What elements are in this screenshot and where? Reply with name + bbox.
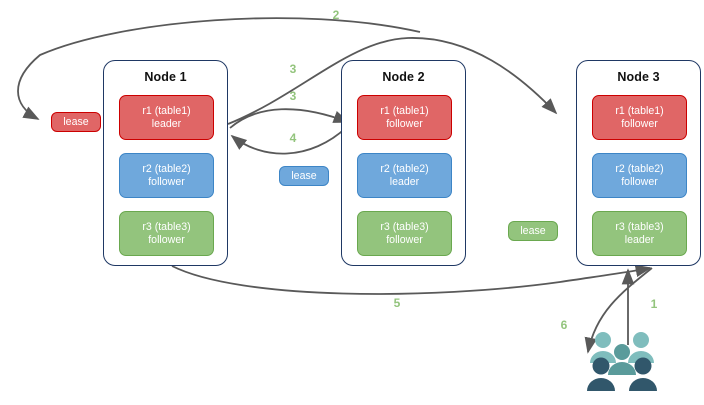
lease-badge-r1-label: lease [63,116,89,128]
range-n3-r3-line2: leader [624,233,655,246]
lease-badge-r3[interactable]: lease [508,221,558,241]
edge-label-4: 4 [289,131,297,145]
node-1-box[interactable]: Node 1 r1 (table1) leader r2 (table2) fo… [103,60,228,266]
range-n2-r2-line2: leader [389,175,420,188]
range-n3-r2[interactable]: r2 (table2) follower [592,153,687,198]
node-2-title: Node 2 [382,70,425,84]
lease-badge-r2-label: lease [291,170,317,182]
lease-badge-r1[interactable]: lease [51,112,101,132]
range-n1-r3-line2: follower [148,233,185,246]
node-2-box[interactable]: Node 2 r1 (table1) follower r2 (table2) … [341,60,466,266]
edge-5-path [171,264,652,295]
edge-label-1: 1 [650,297,658,311]
edge-label-3b: 3 [289,89,297,103]
range-n2-r1-line1: r1 (table1) [380,104,429,117]
range-n2-r3-line2: follower [386,233,423,246]
range-n2-r2[interactable]: r2 (table2) leader [357,153,452,198]
range-n1-r2[interactable]: r2 (table2) follower [119,153,214,198]
range-n3-r2-line1: r2 (table2) [615,162,664,175]
range-n1-r2-line2: follower [148,175,185,188]
range-n3-r3-line1: r3 (table3) [615,220,664,233]
range-n2-r1[interactable]: r1 (table1) follower [357,95,452,140]
range-n3-r1-line1: r1 (table1) [615,104,664,117]
range-n2-r3[interactable]: r3 (table3) follower [357,211,452,256]
range-n2-r1-line2: follower [386,117,423,130]
edge-label-5: 5 [393,296,401,310]
edge-label-3a: 3 [289,62,297,76]
lease-badge-r3-label: lease [520,225,546,237]
users-icon [586,330,658,392]
range-n3-r1-line2: follower [621,117,658,130]
edge-label-6: 6 [560,318,568,332]
range-n3-r2-line2: follower [621,175,658,188]
range-n1-r1-line2: leader [151,117,182,130]
range-n3-r3[interactable]: r3 (table3) leader [592,211,687,256]
node-3-box[interactable]: Node 3 r1 (table1) follower r2 (table2) … [576,60,701,266]
range-n1-r1-line1: r1 (table1) [142,104,191,117]
range-n1-r3-line1: r3 (table3) [142,220,191,233]
range-n3-r1[interactable]: r1 (table1) follower [592,95,687,140]
users-front-row [587,357,657,391]
edge-label-2: 2 [332,8,340,22]
range-n1-r1[interactable]: r1 (table1) leader [119,95,214,140]
edge-3-short-path [229,108,350,129]
users-icon-svg [587,332,657,391]
node-1-title: Node 1 [144,70,187,84]
lease-badge-r2[interactable]: lease [279,166,329,186]
range-n1-r3[interactable]: r3 (table3) follower [119,211,214,256]
range-n2-r3-line1: r3 (table3) [380,220,429,233]
range-n1-r2-line1: r2 (table2) [142,162,191,175]
users-middle-figure [608,344,636,375]
range-n2-r2-line1: r2 (table2) [380,162,429,175]
node-3-title: Node 3 [617,70,660,84]
